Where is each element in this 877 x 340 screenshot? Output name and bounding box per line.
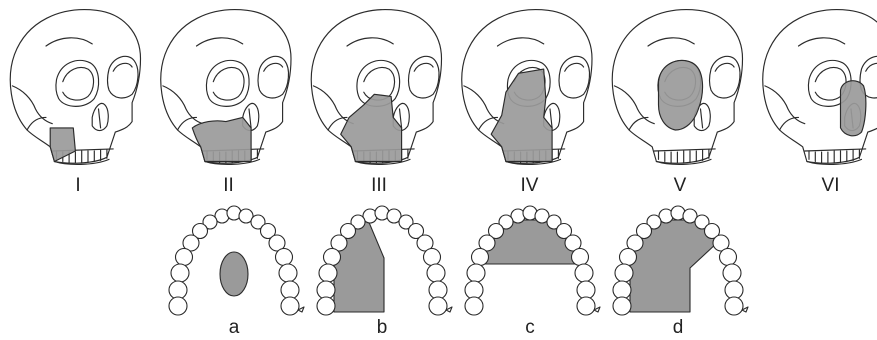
skull-figure-ii	[161, 10, 291, 165]
resected-region	[841, 81, 866, 136]
skull-label-iv: IV	[521, 175, 539, 196]
skull-figure-iv	[462, 10, 592, 165]
skull-figure-i	[10, 10, 140, 165]
resected-region	[192, 117, 251, 161]
palate-figure-d	[613, 206, 748, 315]
defect-region	[220, 252, 248, 296]
skull-label-v: V	[674, 175, 687, 196]
palate-label-c: c	[525, 317, 535, 338]
skull-label-vi: VI	[822, 175, 840, 196]
skull-outline	[10, 10, 140, 165]
palate-figure-b	[317, 206, 452, 315]
palate-figure-a	[169, 206, 304, 315]
palate-label-b: b	[377, 317, 388, 338]
skull-figure-vi	[763, 10, 877, 165]
skull-figure-iii	[311, 10, 441, 165]
skull-label-iii: III	[371, 175, 387, 196]
skull-label-ii: II	[223, 175, 234, 196]
skull-label-i: I	[75, 175, 80, 196]
palate-row: a b c d	[169, 206, 748, 338]
palate-figure-c	[465, 206, 600, 315]
skull-figure-v	[612, 10, 742, 165]
palate-label-d: d	[673, 317, 684, 338]
palate-label-a: a	[229, 317, 240, 338]
